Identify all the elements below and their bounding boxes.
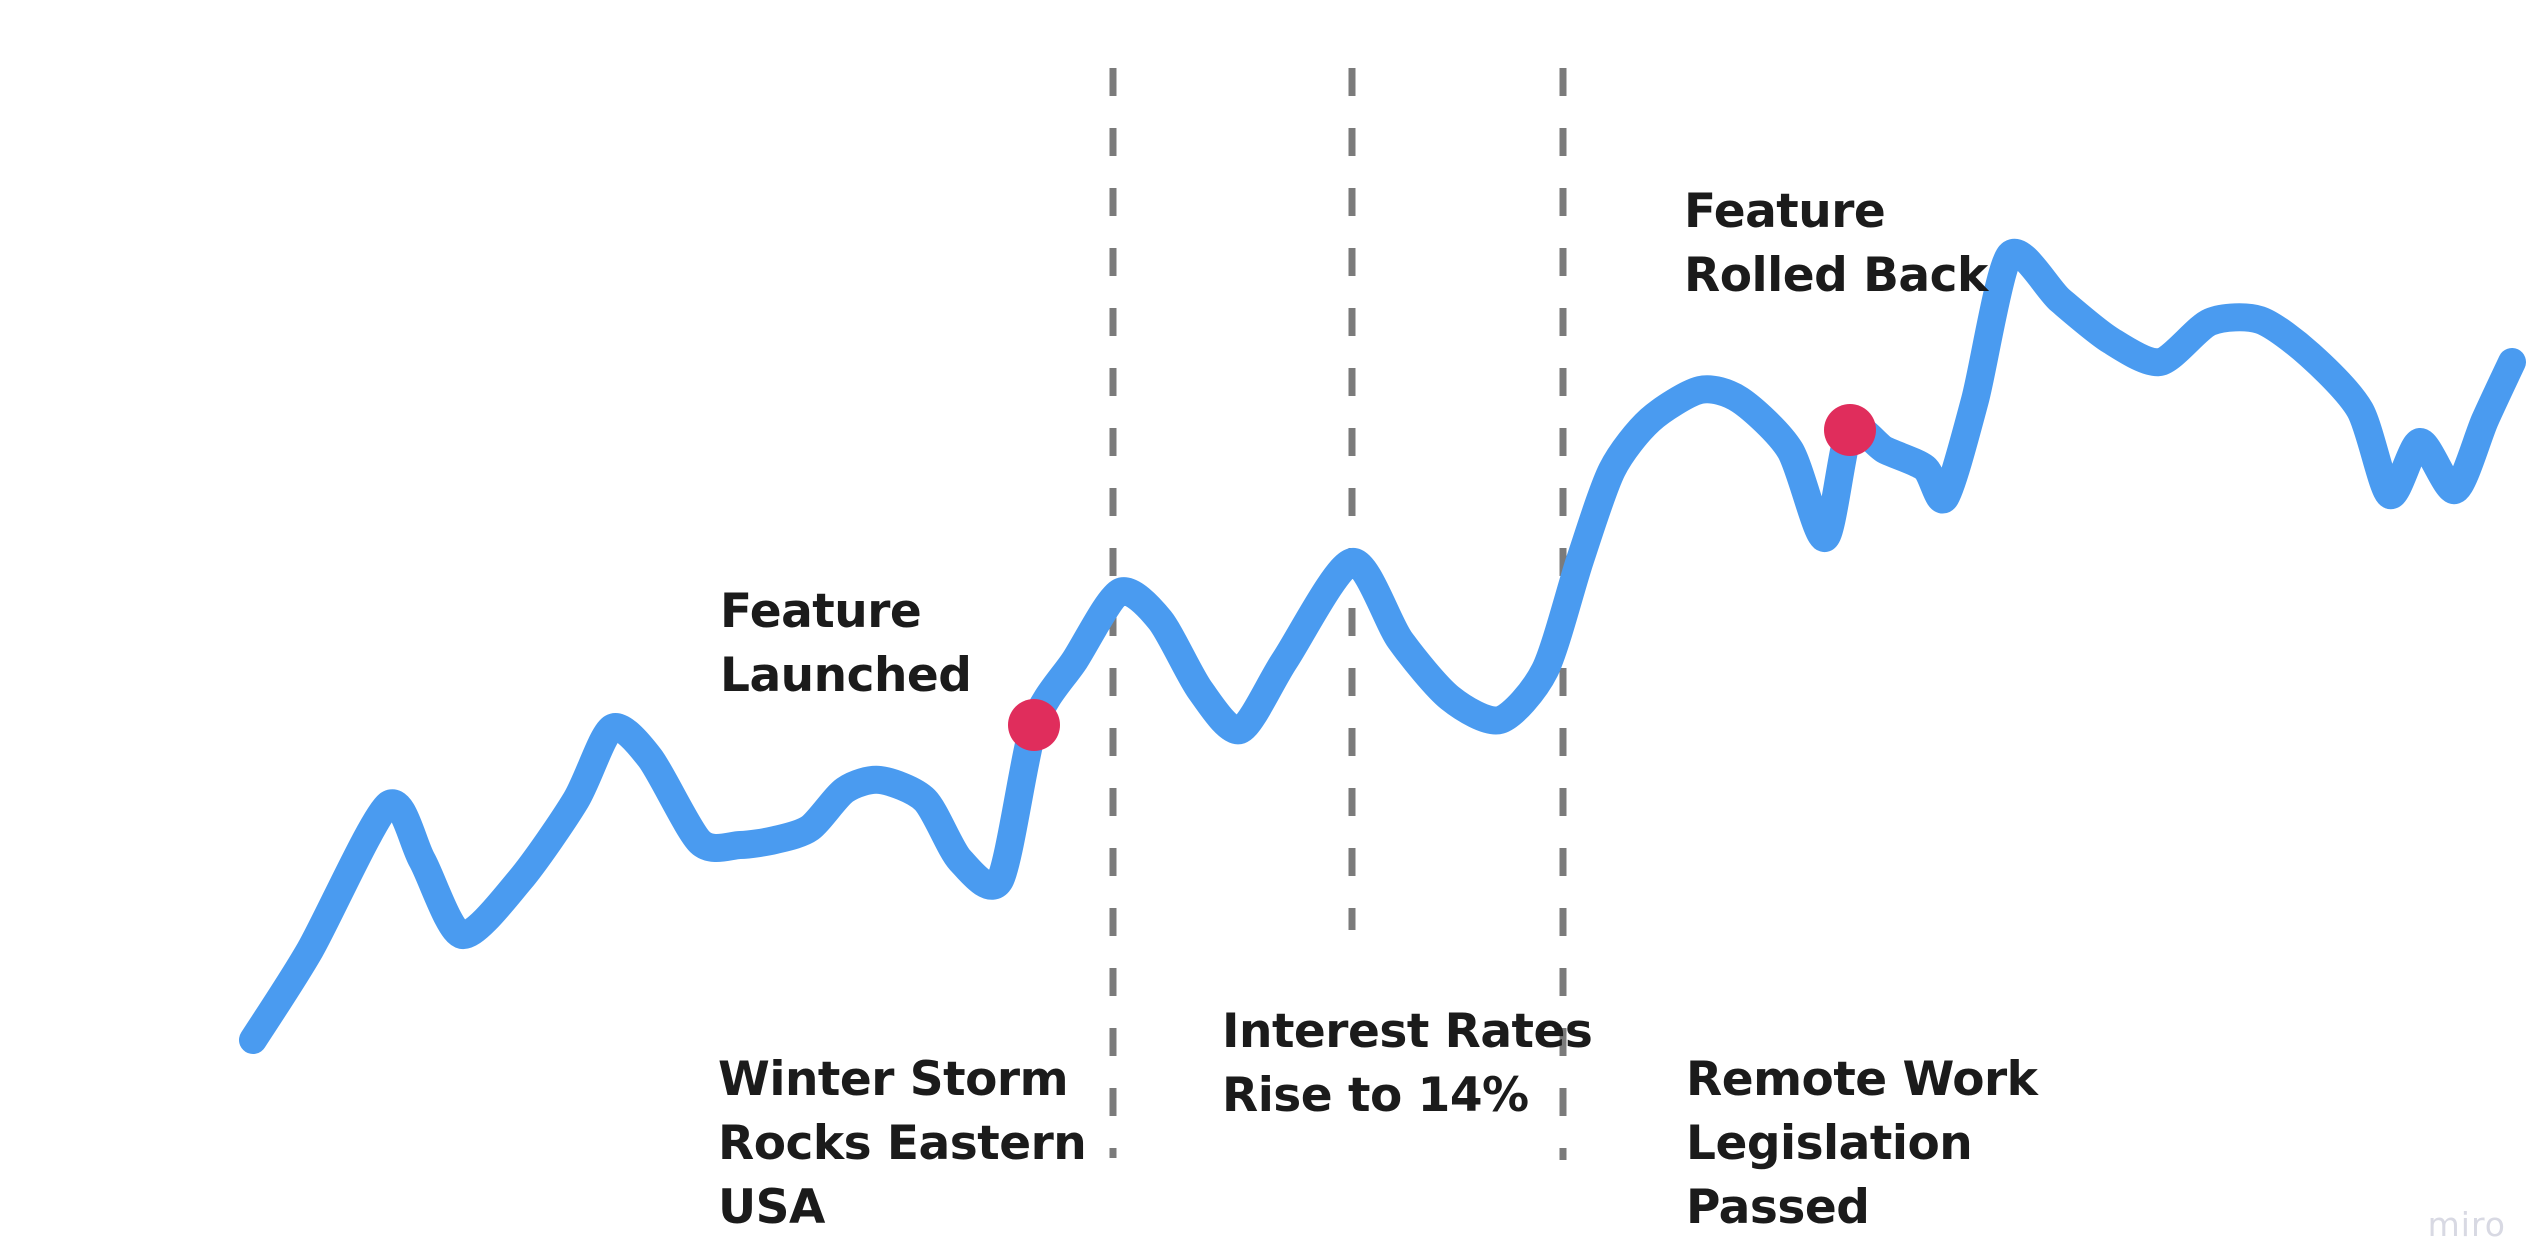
- event-marker-dot-2: [1824, 404, 1876, 456]
- event-divider-lines: [1109, 68, 1567, 1160]
- annotation-winter-storm: Winter Storm Rocks Eastern USA: [718, 1052, 1087, 1235]
- annotation-interest-rates: Interest Rates Rise to 14%: [1222, 1004, 1593, 1123]
- event-marker-dot-1: [1008, 699, 1060, 751]
- annotation-feature-rolled-back: Feature Rolled Back: [1684, 184, 1988, 303]
- trend-line-path: [239, 238, 2526, 1054]
- event-marker-dots: [1008, 404, 1876, 751]
- miro-watermark: miro: [2427, 1205, 2506, 1244]
- annotation-remote-work: Remote Work Legislation Passed: [1686, 1052, 2038, 1235]
- annotation-feature-launched: Feature Launched: [720, 584, 972, 703]
